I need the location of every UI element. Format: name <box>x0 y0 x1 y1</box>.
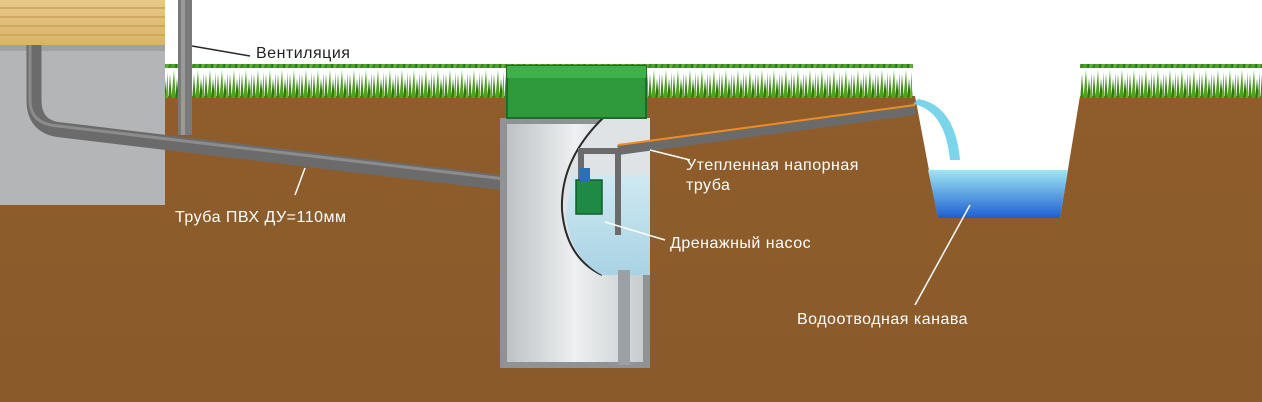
house-wall <box>0 0 165 45</box>
label-pvc-pipe: Труба ПВХ ДУ=110мм <box>175 209 347 226</box>
label-pressure-pipe-2: труба <box>686 177 731 194</box>
leader-pressure <box>649 149 691 161</box>
leader-pvc <box>294 167 306 196</box>
leader-ditch <box>914 204 971 306</box>
label-drain-pump: Дренажный насос <box>670 235 812 252</box>
grass-right <box>1080 64 1262 98</box>
label-pressure-pipe-1: Утепленная напорная <box>686 157 859 174</box>
leader-pump <box>604 221 666 241</box>
label-ventilation: Вентиляция <box>256 45 351 62</box>
pump <box>575 179 603 215</box>
leader-ventilation <box>191 45 251 57</box>
pressure-pipe <box>617 105 916 155</box>
water-stream <box>913 99 960 160</box>
label-drainage-ditch: Водоотводная канава <box>797 311 969 328</box>
ditch-water <box>928 170 1068 218</box>
